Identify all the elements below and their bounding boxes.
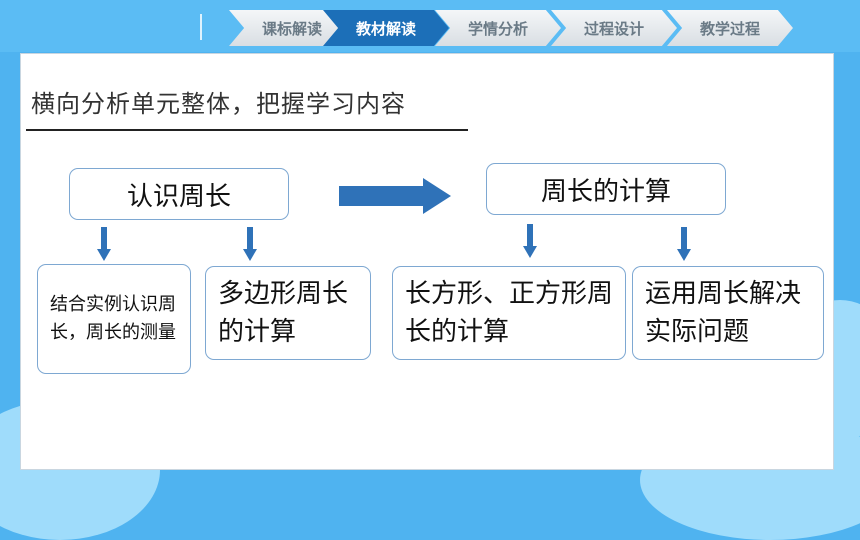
tab-student-analysis[interactable]: 学情分析: [435, 10, 561, 46]
box-label: 运用周长解决实际问题: [645, 279, 802, 347]
box-label: 长方形、正方形周长的计算: [405, 279, 614, 347]
down-arrow-icon: [97, 227, 111, 261]
sub-box-polygon-perimeter: 多边形周长的计算: [205, 266, 371, 360]
concept-box-perimeter-calculation: 周长的计算: [486, 163, 726, 215]
concept-box-recognize-perimeter: 认识周长: [69, 168, 289, 220]
tab-textbook-analysis[interactable]: 教材解读: [323, 10, 449, 46]
down-arrow-icon: [523, 224, 537, 258]
sub-box-rectangle-square-perimeter: 长方形、正方形周长的计算: [392, 266, 626, 360]
content-panel: 横向分析单元整体，把握学习内容 认识周长 周长的计算 结合实例认识周长，周长的测…: [20, 53, 834, 470]
sub-box-recognize-measure: 结合实例认识周长，周长的测量: [37, 264, 191, 374]
slide-heading: 横向分析单元整体，把握学习内容: [31, 90, 406, 118]
tab-process-design[interactable]: 过程设计: [551, 10, 677, 46]
box-label: 认识周长: [126, 181, 231, 212]
sub-box-apply-perimeter: 运用周长解决实际问题: [632, 266, 824, 360]
down-arrow-icon: [243, 227, 257, 261]
heading-underline: [26, 129, 468, 131]
box-label: 周长的计算: [540, 176, 671, 207]
tab-teaching-process[interactable]: 教学过程: [667, 10, 793, 46]
down-arrow-icon: [677, 227, 691, 261]
box-label: 结合实例认识周长，周长的测量: [50, 294, 176, 343]
box-label: 多边形周长的计算: [218, 279, 349, 347]
right-arrow-icon: [339, 178, 451, 214]
nav-separator: [200, 14, 202, 40]
